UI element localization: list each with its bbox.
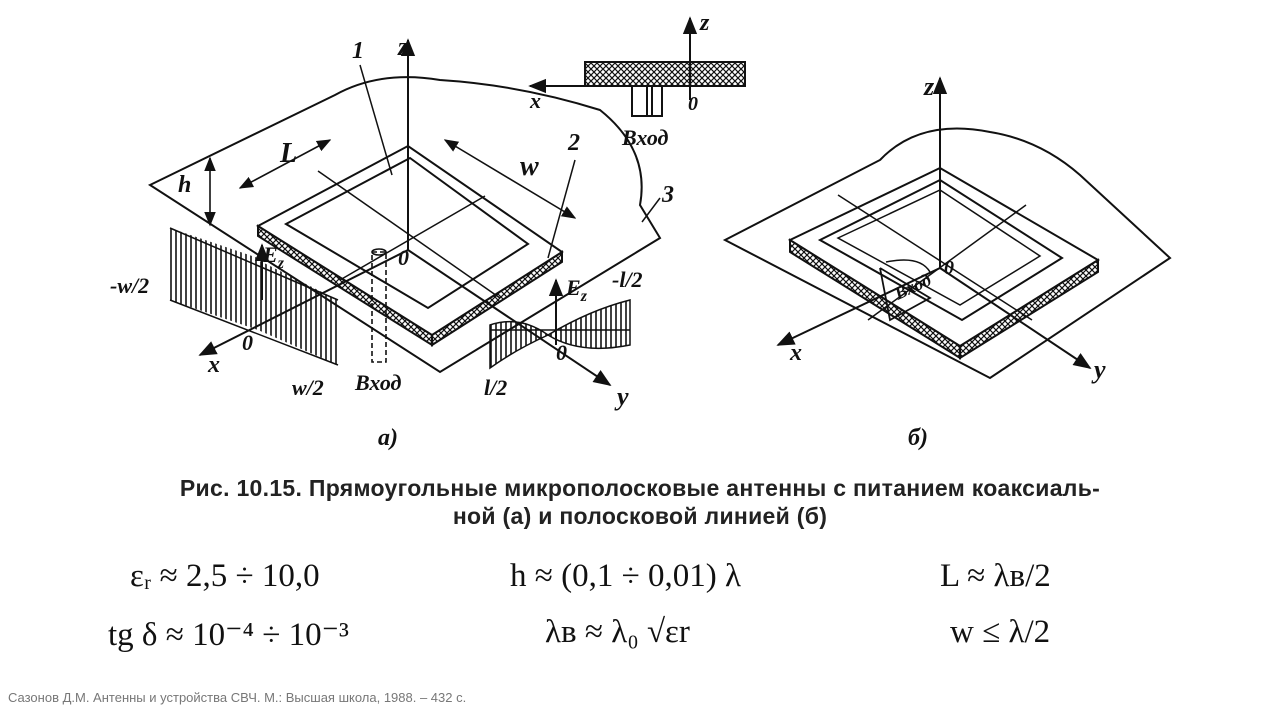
a-ez-right: Ez	[565, 275, 588, 305]
b-origin: 0	[944, 257, 954, 279]
formula-w: w ≤ λ/2	[950, 614, 1051, 650]
formula-h: h ≈ (0,1 ÷ 0,01) λ	[510, 558, 741, 594]
a-label-1: 1	[352, 38, 364, 64]
a-dim-L: L	[279, 138, 297, 169]
a-axis-z: z	[397, 32, 409, 61]
panel-b	[722, 76, 1172, 380]
coax-feed	[371, 251, 387, 363]
a-origin-left: 0	[242, 330, 253, 355]
b-axis-z: z	[923, 72, 935, 101]
a-label-2: 2	[567, 130, 580, 156]
a-dim-w: w	[520, 151, 539, 182]
formula-lambda: λв ≈ λ₀ √εr	[545, 614, 690, 650]
formula-L: L ≈ λв/2	[940, 558, 1051, 594]
source-citation: Сазонов Д.М. Антенны и устройства СВЧ. М…	[8, 690, 467, 705]
a-minus-l2: -l/2	[612, 267, 643, 292]
figure-microstrip-antennas: z 1 2 3 L w h 0 Ez Ez -w/2 w/2 -l/2 l/2 …	[110, 10, 1172, 451]
formula-tg-delta: tg δ ≈ 10⁻⁴ ÷ 10⁻³	[108, 617, 349, 653]
ez-left-distribution	[170, 228, 258, 330]
inset-axis-z: z	[699, 10, 710, 36]
caption-line-1: Рис. 10.15. Прямоугольные микрополосковы…	[179, 475, 1101, 501]
a-origin: 0	[398, 245, 409, 270]
panel-a	[147, 38, 662, 387]
b-axis-y: y	[1091, 355, 1106, 384]
b-patch	[817, 178, 1064, 322]
inset-origin: 0	[688, 93, 698, 115]
a-l2: l/2	[484, 375, 507, 400]
a-origin-right: 0	[556, 340, 567, 365]
figure-caption: Рис. 10.15. Прямоугольные микрополосковы…	[100, 474, 1180, 530]
patch	[283, 156, 530, 310]
a-ez-left: Ez	[262, 242, 285, 272]
formula-epsilon: εᵣ ≈ 2,5 ÷ 10,0	[130, 558, 320, 594]
b-panel-label: б)	[908, 425, 928, 451]
a-label-3: 3	[661, 182, 674, 208]
a-input: Вход	[354, 370, 402, 395]
inset-cross-section	[528, 16, 746, 117]
inset-axis-x: x	[529, 88, 541, 113]
a-axis-x: x	[207, 352, 220, 378]
a-minus-w2: -w/2	[110, 273, 149, 298]
b-axis-x: x	[789, 340, 802, 366]
caption-line-2: ной (а) и полосковой линией (б)	[452, 503, 828, 529]
b-substrate-top	[787, 166, 1100, 348]
inset-input: Вход	[621, 125, 669, 150]
b-strip-feed	[879, 267, 932, 322]
a-axis-y: y	[614, 382, 629, 411]
a-w2: w/2	[292, 375, 324, 400]
a-dim-h: h	[178, 172, 191, 198]
a-panel-label: a)	[378, 425, 398, 451]
